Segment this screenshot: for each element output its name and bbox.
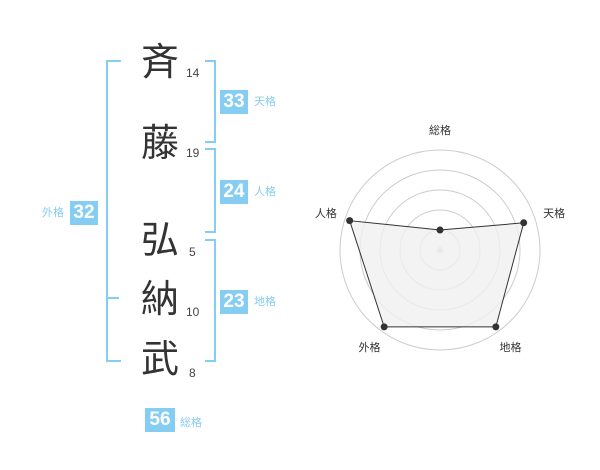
radar-point-4: [380, 323, 388, 331]
radar-point-3: [492, 323, 500, 331]
char-3: 弘: [140, 218, 179, 262]
soukaku-badge: 56: [145, 408, 175, 432]
chikaku-label: 地格: [254, 295, 276, 308]
char-3-strokes: 5: [189, 245, 196, 259]
char-4-strokes: 10: [186, 305, 200, 319]
chikaku-bracket: [205, 239, 216, 362]
gaikaku-label: 外格: [42, 206, 64, 219]
radar-axis-label-4: 外格: [358, 340, 380, 354]
radar-ring: [339, 149, 541, 351]
gaikaku-bracket-tick: [108, 297, 119, 299]
radar-axis-label-5: 人格: [315, 206, 337, 220]
char-1-strokes: 14: [186, 66, 200, 80]
jinkaku-bracket: [205, 148, 216, 233]
tenkaku-label: 天格: [254, 95, 276, 108]
tenkaku-badge: 33: [220, 90, 248, 114]
radar-axis-label-1: 総格: [429, 123, 451, 137]
char-2: 藤: [140, 121, 179, 165]
char-5-strokes: 8: [189, 366, 196, 380]
chikaku-badge: 23: [220, 290, 248, 314]
jinkaku-label: 人格: [254, 185, 276, 198]
radar-point-5: [346, 217, 354, 225]
gaikaku-badge: 32: [70, 201, 98, 225]
radar-point-2: [520, 219, 528, 227]
radar-series-area: [348, 220, 525, 328]
gaikaku-bracket: [106, 60, 121, 362]
radar-point-1: [436, 226, 444, 234]
radar-axis-label-3: 地格: [500, 340, 522, 354]
char-1: 斉: [140, 40, 179, 84]
soukaku-label: 総格: [180, 416, 202, 429]
radar-axis-label-2: 天格: [543, 206, 565, 220]
tenkaku-bracket: [205, 60, 216, 143]
char-2-strokes: 19: [186, 146, 200, 160]
char-4: 納: [140, 277, 179, 321]
char-5: 武: [140, 337, 179, 381]
jinkaku-badge: 24: [220, 180, 248, 204]
